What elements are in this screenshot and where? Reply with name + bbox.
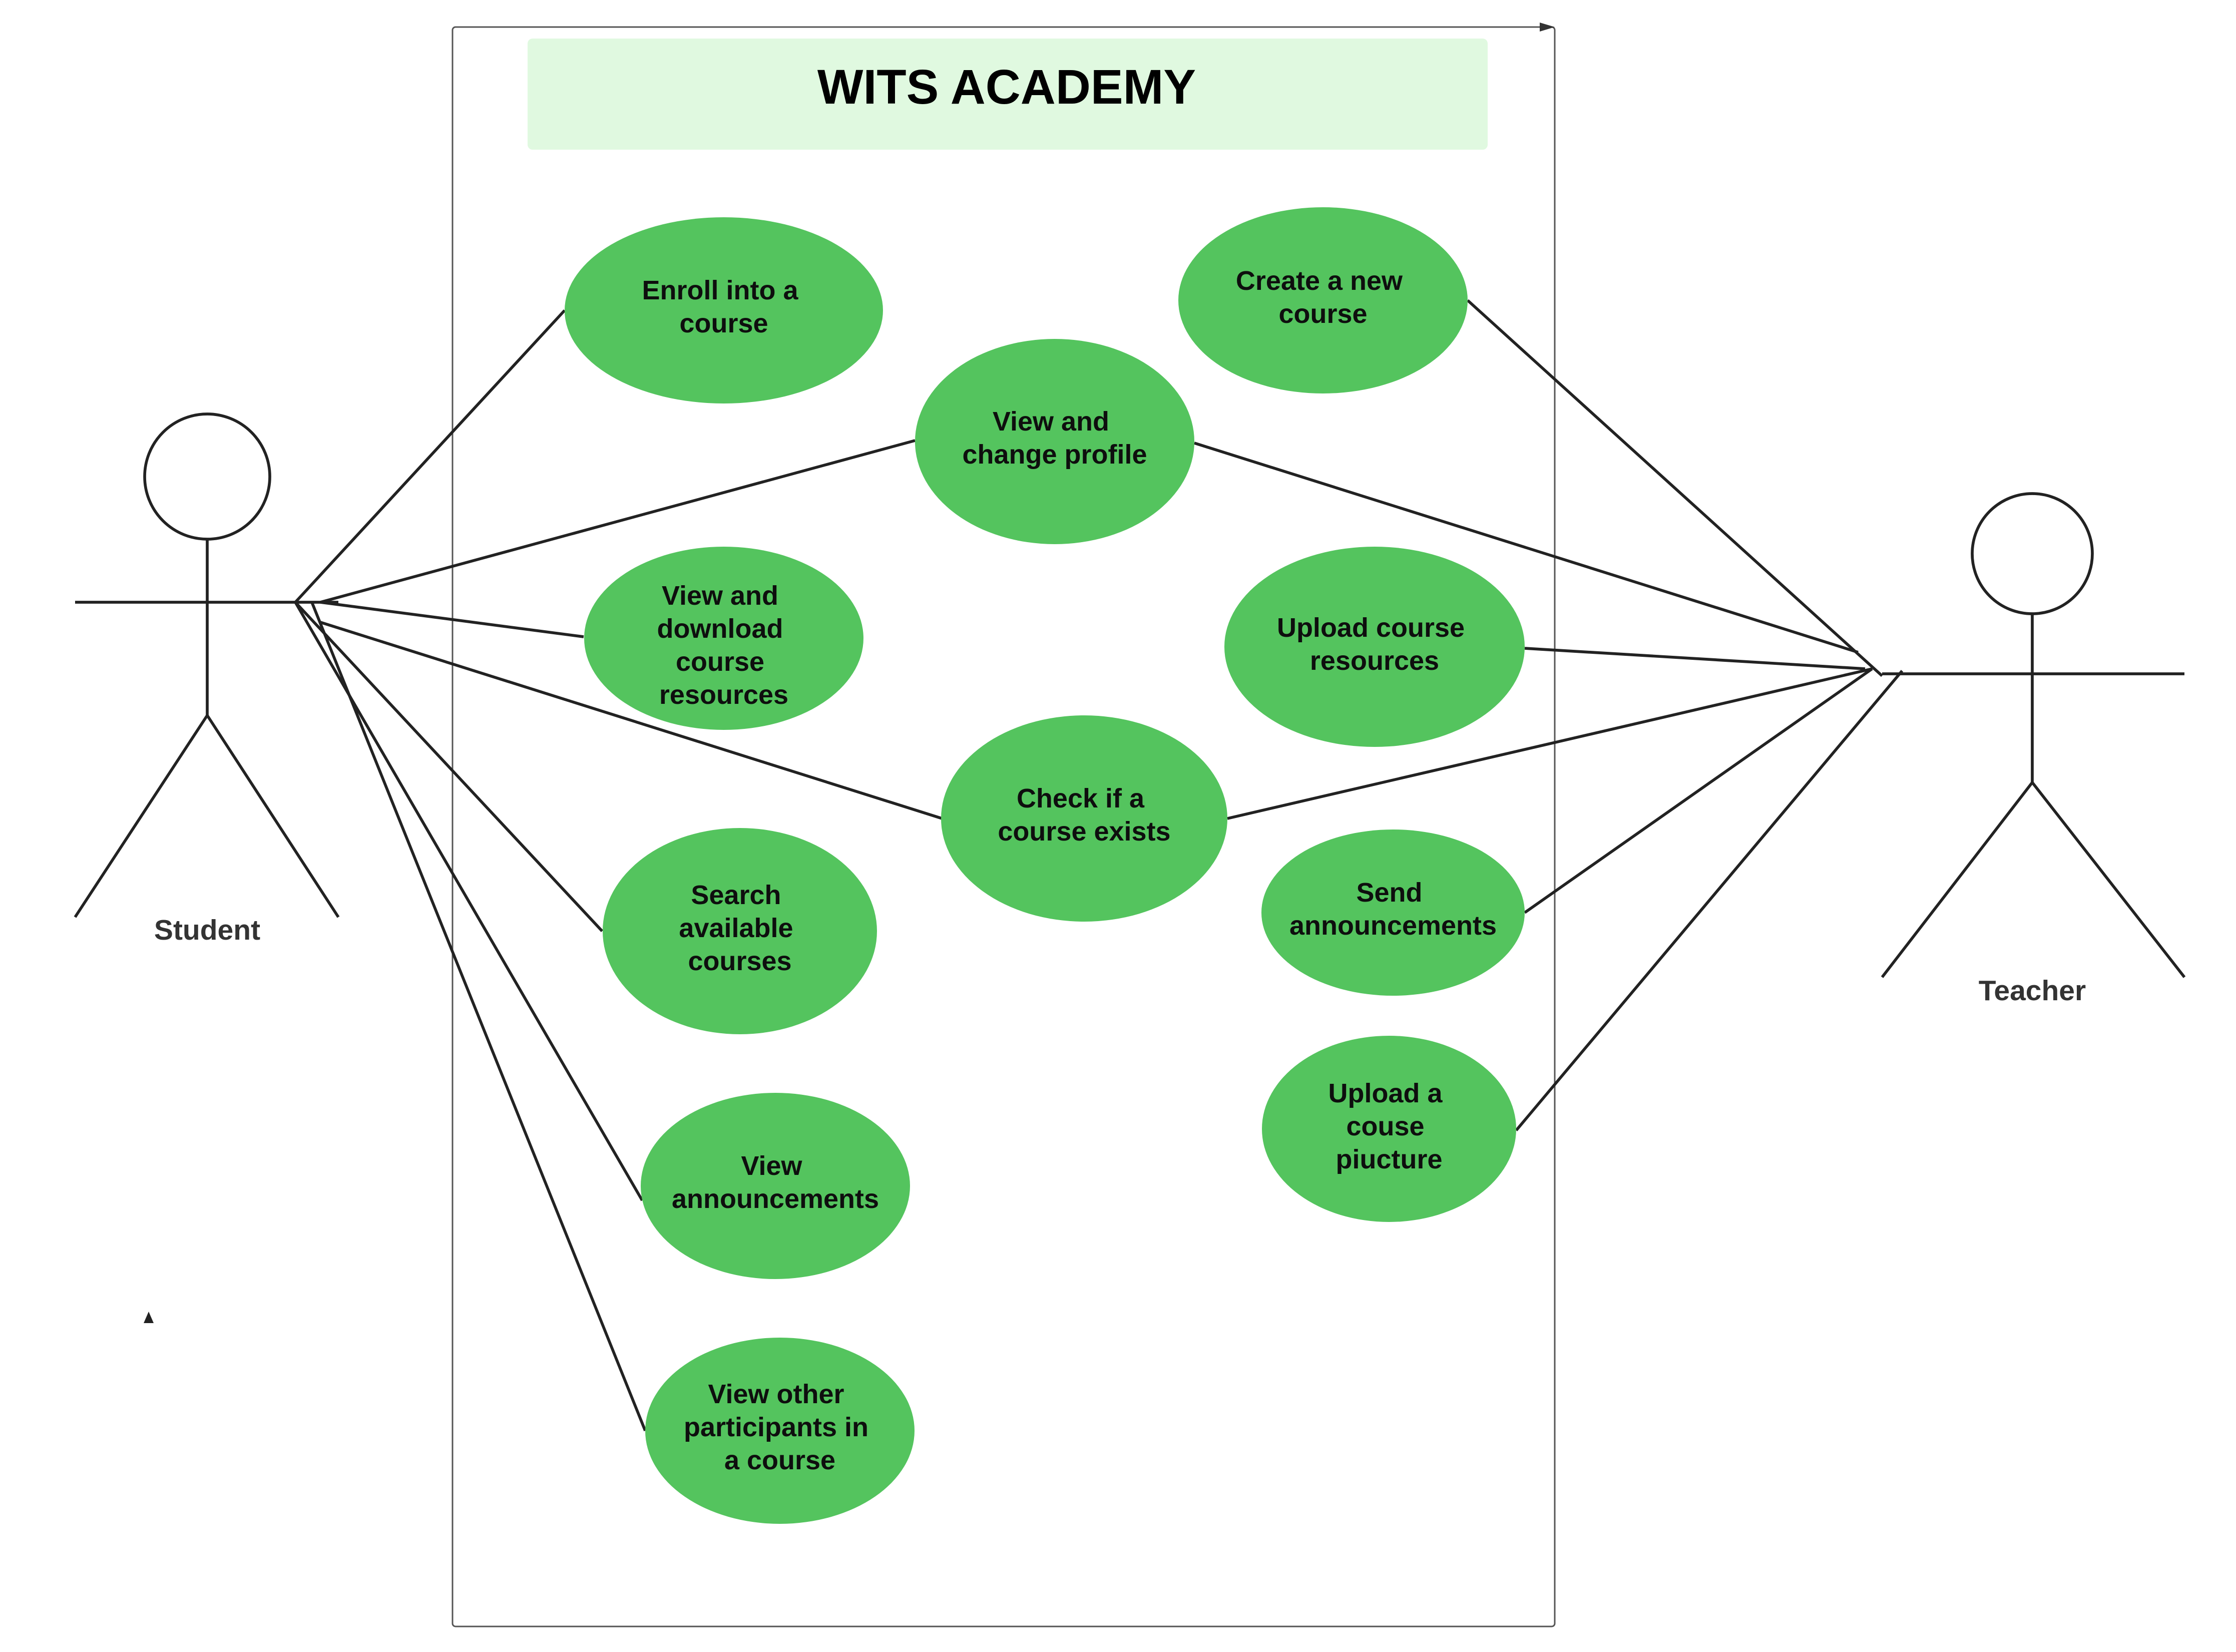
assoc-student-check [320, 621, 943, 820]
use-case-shape [565, 217, 883, 403]
use-case-download: View and download course resources [584, 547, 863, 730]
use-case-label: Send announcements [1289, 878, 1497, 941]
actor-head [1971, 492, 2094, 615]
actor-right-leg [206, 714, 340, 918]
use-case-shape [645, 1338, 915, 1524]
assoc-student-profile [320, 439, 916, 604]
use-case-participants: View other participants in a course [645, 1338, 915, 1524]
assoc-teacher-send-ann [1524, 667, 1873, 914]
assoc-student-enroll [294, 309, 566, 603]
actor-left-leg [1881, 781, 2034, 978]
use-case-label: View announcements [672, 1151, 879, 1214]
actor-label: Teacher [1979, 975, 2086, 1007]
teacher-associations [1194, 299, 1904, 1131]
use-case-upload-picture: Upload a couse piucture [1262, 1036, 1516, 1222]
use-case-label: View other participants in a course [684, 1379, 876, 1475]
use-case-shape [603, 828, 877, 1034]
use-case-shape [1178, 207, 1468, 393]
use-case-label: Enroll into a course [642, 275, 805, 338]
actor-right-leg [2031, 781, 2186, 978]
use-case-shape [1261, 830, 1525, 996]
use-case-shape [941, 715, 1227, 922]
assoc-teacher-upload-pic [1515, 670, 1904, 1131]
assoc-student-participants [310, 601, 647, 1432]
assoc-teacher-check [1227, 667, 1873, 820]
actor-head [143, 412, 271, 541]
use-case-label: Create a new course [1236, 266, 1410, 329]
use-case-search: Search available courses [603, 828, 877, 1034]
use-case-shape [1224, 547, 1525, 747]
actor-label: Student [154, 914, 260, 946]
assoc-teacher-profile [1194, 442, 1859, 654]
use-case-label: Upload a couse piucture [1328, 1078, 1450, 1174]
assoc-teacher-upload-res [1524, 647, 1866, 670]
use-case-send-announcements: Send announcements [1261, 830, 1525, 996]
system-boundary [452, 26, 1556, 1627]
use-case-shape [641, 1093, 910, 1279]
use-case-profile: View and change profile [915, 339, 1194, 544]
assoc-student-download [320, 601, 584, 638]
use-case-label: View and download course resources [657, 581, 791, 710]
actor-student: Student [74, 412, 340, 946]
use-case-label: Check if a course exists [998, 783, 1170, 847]
use-case-upload-resources: Upload course resources [1224, 547, 1525, 747]
use-case-shape [1262, 1036, 1516, 1222]
assoc-student-search [294, 601, 604, 932]
student-associations [294, 309, 943, 1432]
use-case-shape [915, 339, 1194, 544]
stray-marker [144, 1312, 154, 1323]
use-case-enroll: Enroll into a course [565, 217, 883, 403]
use-case-create: Create a new course [1178, 207, 1468, 393]
title-banner [528, 39, 1488, 150]
system-title: WITS ACADEMY [817, 60, 1196, 114]
assoc-teacher-create [1467, 299, 1883, 677]
use-case-label: Search available courses [679, 880, 800, 976]
use-case-check: Check if a course exists [941, 715, 1227, 922]
use-case-label: View and change profile [962, 406, 1147, 470]
boundary-arrow-marker [1540, 23, 1555, 32]
use-case-label: Upload course resources [1277, 613, 1472, 676]
use-case-view-announcements: View announcements [641, 1093, 910, 1279]
use-case-shape [584, 547, 863, 730]
actor-left-leg [74, 714, 209, 918]
actor-teacher: Teacher [1881, 492, 2186, 1007]
